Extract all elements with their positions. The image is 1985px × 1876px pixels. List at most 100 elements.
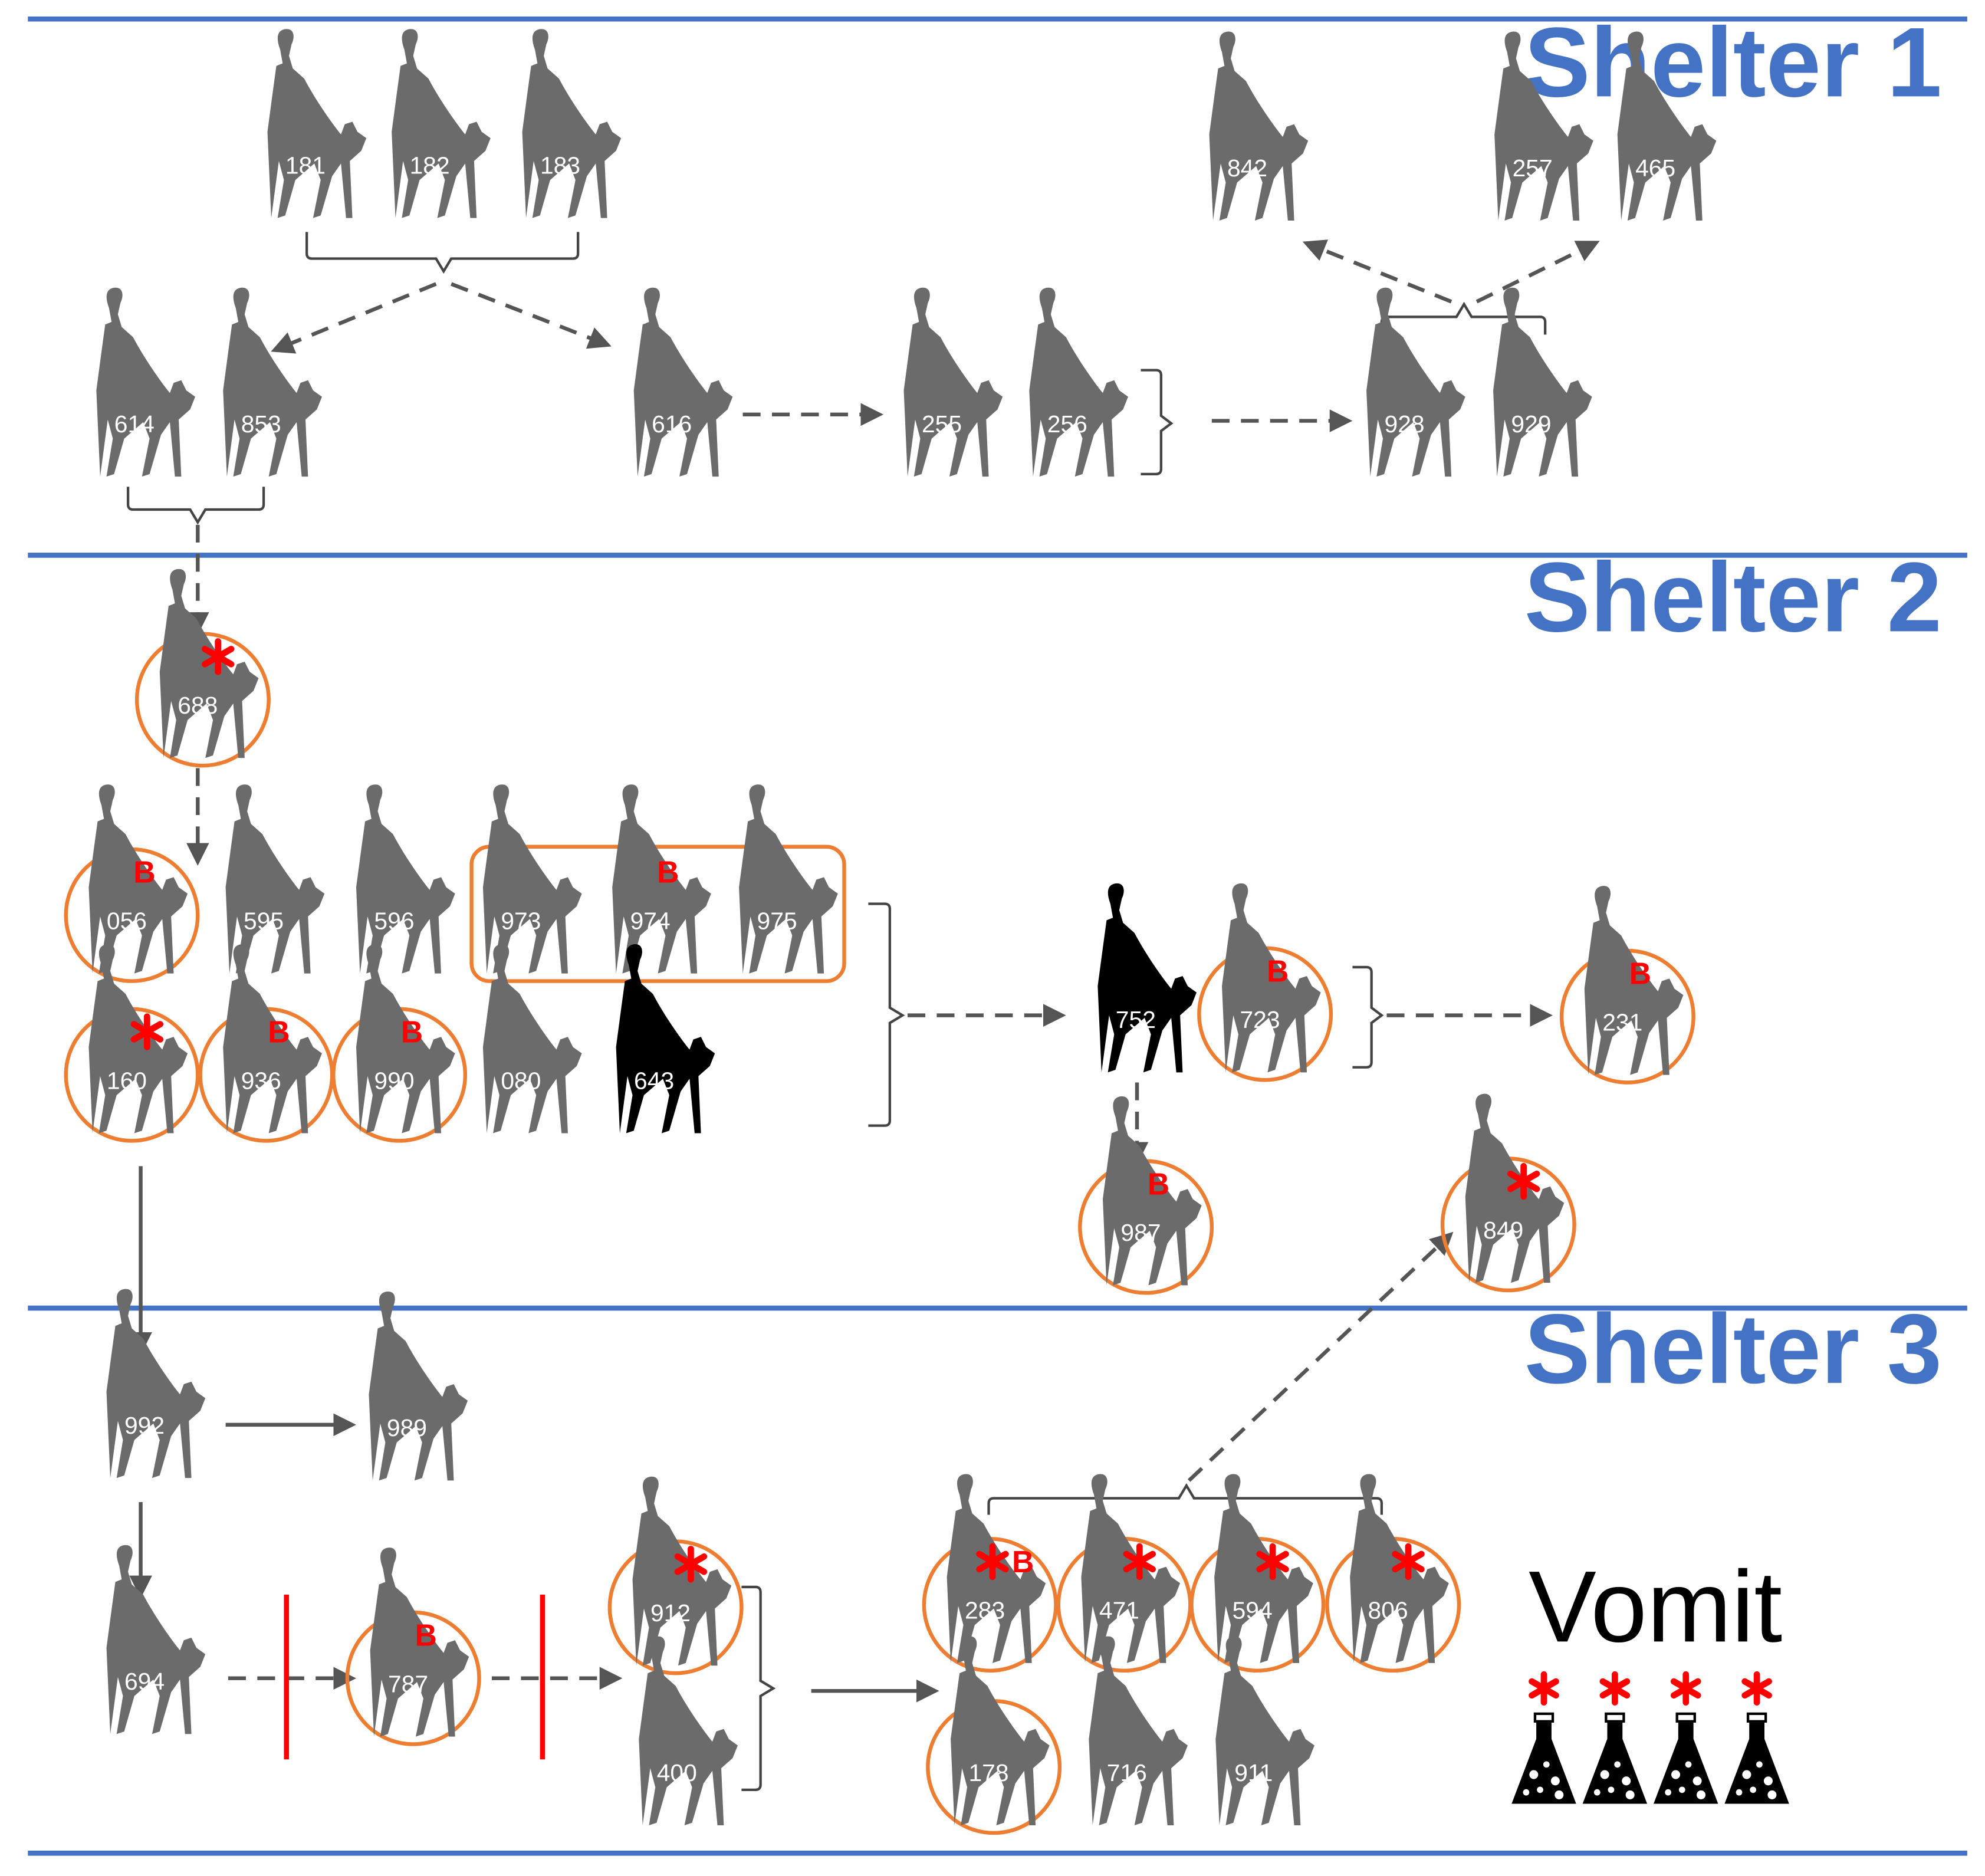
marker-asterisk: [201, 638, 235, 675]
marker-b: B: [1267, 954, 1289, 988]
cat-594: 594: [1189, 1474, 1326, 1673]
cat-181: 181: [267, 29, 367, 218]
marker-b: B: [1148, 1167, 1169, 1201]
cat-id-label: 160: [107, 1067, 147, 1094]
cat-id-label: 974: [630, 907, 671, 934]
bracket-614-853: [126, 487, 265, 525]
cat-id-label: 183: [540, 152, 580, 179]
cat-752: 752: [1097, 883, 1197, 1073]
cat-614: 614: [96, 287, 196, 477]
cat-id-label: 975: [757, 907, 797, 934]
bracket-shelter2-cats: [868, 902, 905, 1127]
cat-400: 400: [639, 1636, 738, 1826]
cat-id-label: 465: [1635, 155, 1675, 182]
cat-id-label: 471: [1099, 1597, 1139, 1624]
bracket-752-723: [1352, 965, 1384, 1069]
vomit-flask: [1724, 1671, 1789, 1804]
cat-595: 595: [225, 784, 325, 974]
cat-716: 716: [1089, 1636, 1188, 1826]
cat-id-label: 853: [241, 410, 281, 438]
cat-id-label: 842: [1227, 155, 1267, 182]
cat-989: 989: [369, 1291, 468, 1481]
cat-icon: [392, 29, 491, 218]
cat-icon: [223, 287, 322, 477]
cat-056: 056 B: [64, 784, 200, 983]
cat-256: 256: [1029, 287, 1128, 477]
cat-255: 255: [903, 287, 1003, 477]
cat-183: 183: [522, 29, 622, 218]
cat-853: 853: [223, 287, 322, 477]
arrow-928-to-842: [1302, 239, 1452, 304]
vomit-flask: [1582, 1671, 1648, 1804]
cat-806: 806: [1325, 1474, 1461, 1673]
marker-b: B: [1012, 1545, 1034, 1579]
marker-b: B: [657, 855, 679, 889]
cat-icon: [96, 287, 196, 477]
cat-id-label: 643: [634, 1067, 674, 1094]
cat-id-label: 080: [501, 1067, 541, 1094]
cat-icon: [1089, 1636, 1188, 1826]
cat-929: 929: [1493, 287, 1592, 477]
cat-id-label: 400: [657, 1759, 697, 1786]
cat-973: 973: [482, 784, 582, 974]
vomit-flasks: [1511, 1671, 1789, 1804]
bracket-181-183: [305, 232, 580, 274]
marker-asterisk: [976, 1543, 1009, 1581]
marker-asterisk: [1256, 1543, 1289, 1581]
cat-849: 849: [1440, 1093, 1576, 1293]
marker-asterisk: [130, 1013, 164, 1050]
cat-id-label: 257: [1513, 155, 1553, 182]
arrows: [129, 239, 1600, 1703]
cat-icon: [903, 287, 1003, 477]
flask-asterisk: [1599, 1671, 1631, 1706]
cat-160: 160: [64, 944, 200, 1143]
cat-id-label: 973: [501, 907, 541, 934]
cat-id-label: 231: [1602, 1008, 1642, 1036]
cat-911: 911: [1215, 1636, 1314, 1826]
cat-icon: [522, 29, 622, 218]
cat-465: 465: [1617, 31, 1717, 221]
cat-id-label: 911: [1234, 1759, 1273, 1786]
cat-596: 596: [356, 784, 455, 974]
cat-icon: [616, 944, 715, 1134]
bracket-283-806: [987, 1483, 1383, 1515]
bracket-255-256: [1141, 369, 1174, 475]
cat-icon: [633, 287, 733, 477]
bracket-912-400: [741, 1585, 776, 1791]
flask-asterisk: [1529, 1671, 1559, 1706]
arrow-181-to-616: [451, 282, 612, 349]
cat-id-label: 256: [1047, 410, 1087, 438]
cat-974: 974 B: [612, 784, 711, 974]
cat-992: 992: [106, 1289, 206, 1479]
marker-b: B: [401, 1014, 423, 1049]
marker-asterisk: [1123, 1543, 1156, 1581]
cat-icon: [1209, 31, 1309, 221]
cat-id-label: 182: [410, 152, 450, 179]
marker-asterisk: [1507, 1163, 1540, 1200]
cat-icon: [106, 1289, 206, 1479]
cat-928: 928: [1366, 287, 1465, 477]
marker-asterisk: [674, 1546, 708, 1583]
vomit-flask: [1654, 1671, 1718, 1804]
marker-b: B: [133, 855, 155, 889]
cat-icon: [356, 784, 455, 974]
cat-id-label: 992: [124, 1412, 165, 1439]
cat-id-label: 616: [652, 410, 692, 438]
marker-b: B: [268, 1014, 290, 1049]
arrow-806-to-849: [1187, 1231, 1454, 1482]
cat-616: 616: [633, 287, 733, 477]
cat-id-label: 056: [107, 907, 147, 934]
cat-id-label: 694: [124, 1668, 165, 1695]
cat-id-label: 255: [922, 410, 962, 438]
shelter-2-title: Shelter 2: [1524, 541, 1942, 652]
cat-id-label: 936: [241, 1067, 281, 1094]
cat-id-label: 688: [178, 692, 218, 719]
cat-643: 643: [616, 944, 715, 1134]
cat-912: 912: [607, 1476, 744, 1675]
cat-icon: [1215, 1636, 1314, 1826]
